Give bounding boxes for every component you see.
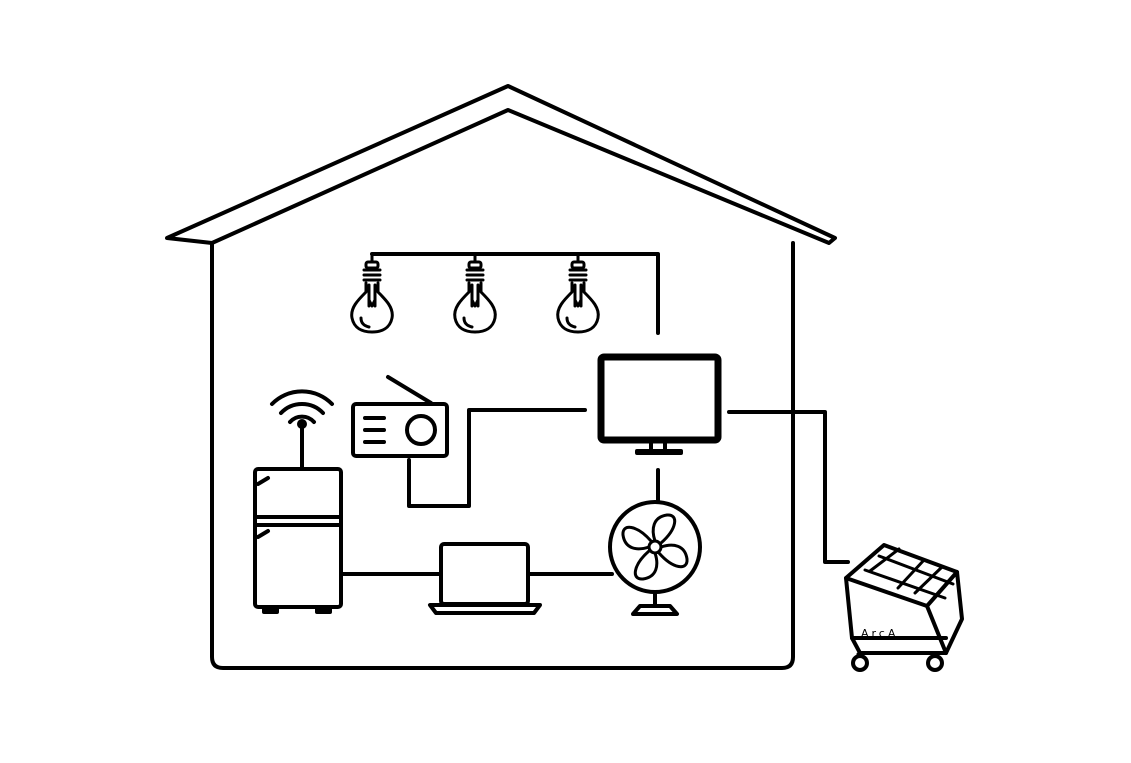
wifi-router-icon xyxy=(270,389,334,470)
generator-wire xyxy=(727,410,850,564)
light-bulb-icon xyxy=(556,254,600,334)
solar-generator-icon: ArcA xyxy=(844,543,964,672)
power-wiring xyxy=(340,252,850,576)
fan-icon xyxy=(608,500,702,616)
generator-brand-label: ArcA xyxy=(861,627,898,640)
house-outline xyxy=(165,84,837,670)
radio-wire xyxy=(407,408,587,508)
bulb-wire xyxy=(370,252,660,335)
light-bulb-icon xyxy=(453,254,497,334)
radio-icon xyxy=(351,375,449,458)
laptop-icon xyxy=(428,542,542,615)
light-bulb-icon xyxy=(350,254,394,334)
tv-icon xyxy=(597,353,722,455)
refrigerator-icon xyxy=(253,467,343,614)
